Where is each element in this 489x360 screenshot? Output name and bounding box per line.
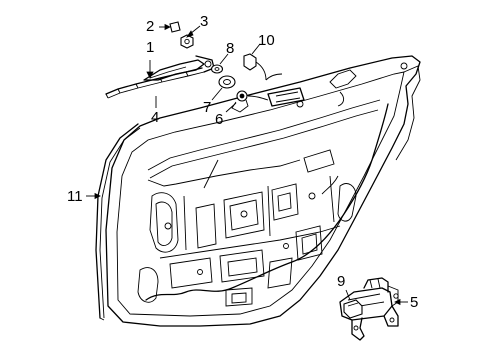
callout-7: 7: [203, 99, 211, 116]
washer-nozzle-part-10: [243, 53, 283, 81]
switch-part-9: [343, 299, 363, 319]
harness-upper: [329, 62, 408, 107]
nut-part-3: [180, 34, 194, 49]
callout-8: 8: [226, 40, 234, 57]
weatherstrip-seal: [95, 123, 141, 321]
callout-10: 10: [258, 32, 275, 49]
grommet-part-7: [218, 75, 236, 89]
cap-part-2: [169, 21, 181, 33]
callout-5: 5: [410, 294, 418, 311]
washer-part-8: [210, 64, 224, 74]
leader-lines: [86, 23, 408, 306]
wiper-motor-part-6: [231, 87, 305, 113]
callout-9: 9: [337, 273, 345, 290]
wiper-arm-assembly: [105, 55, 215, 99]
callout-4: 4: [151, 109, 159, 126]
callout-labels: 1 2 3 4 5 6 7 8 9 10 11: [67, 13, 418, 311]
liftgate-panel: [105, 55, 421, 327]
callout-3: 3: [200, 13, 208, 30]
hinge-assembly-part-5: [339, 277, 399, 341]
callout-6: 6: [215, 111, 223, 128]
callout-11: 11: [67, 188, 83, 205]
callout-2: 2: [146, 18, 154, 35]
callout-1: 1: [146, 39, 154, 56]
